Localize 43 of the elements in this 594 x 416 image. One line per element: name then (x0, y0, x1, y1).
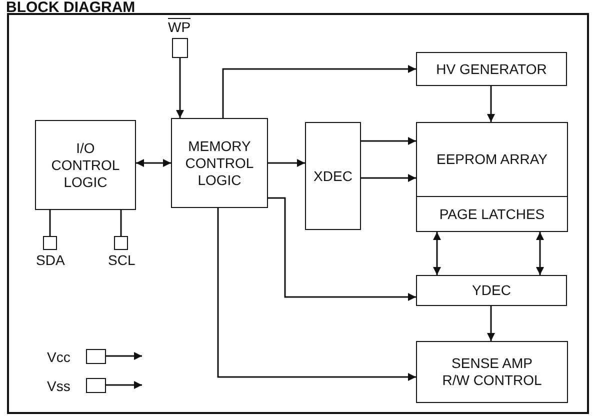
pin-square (114, 236, 128, 250)
arrow (176, 58, 184, 118)
pin-label: Vss (47, 378, 70, 394)
block-label: PAGE LATCHES (439, 206, 545, 222)
block-label: SENSE AMP R/W CONTROL (441, 355, 543, 389)
block-label: MEMORY CONTROL LOGIC (184, 138, 255, 188)
pin-label: Vcc (47, 349, 70, 365)
block-label: XDEC (314, 168, 352, 184)
diagram-title: BLOCK DIAGRAM (6, 0, 136, 16)
arrow (106, 352, 142, 360)
block-box (416, 52, 567, 86)
connector-line (49, 210, 51, 236)
pin-square (86, 378, 106, 393)
block-box (171, 118, 268, 208)
block-label: HV GENERATOR (436, 60, 547, 78)
arrow (361, 137, 416, 145)
block-label: YDEC (472, 282, 511, 299)
arrow (433, 232, 441, 275)
block-box (305, 122, 361, 230)
arrow (106, 381, 142, 389)
pin-label: WP (168, 19, 191, 35)
arrow (136, 159, 171, 167)
block-label: EEPROM ARRAY (436, 151, 548, 168)
arrow (536, 232, 544, 275)
connector-line (120, 210, 122, 236)
pin-square (43, 236, 57, 250)
arrow (487, 306, 495, 341)
pin-square (172, 38, 188, 58)
pin-label: SCL (108, 252, 136, 268)
block-box (416, 196, 568, 232)
arrow (268, 197, 416, 301)
pin-label: SDA (36, 252, 65, 268)
block-box (416, 122, 568, 197)
block-box (416, 341, 568, 403)
arrow (361, 174, 416, 182)
block-label: I/O CONTROL LOGIC (50, 140, 121, 190)
arrow (487, 86, 495, 122)
arrow (268, 159, 305, 167)
pin-square (86, 349, 106, 364)
block-box (416, 275, 567, 306)
arrow (217, 208, 416, 381)
block-box (35, 120, 136, 210)
arrow (222, 65, 416, 118)
